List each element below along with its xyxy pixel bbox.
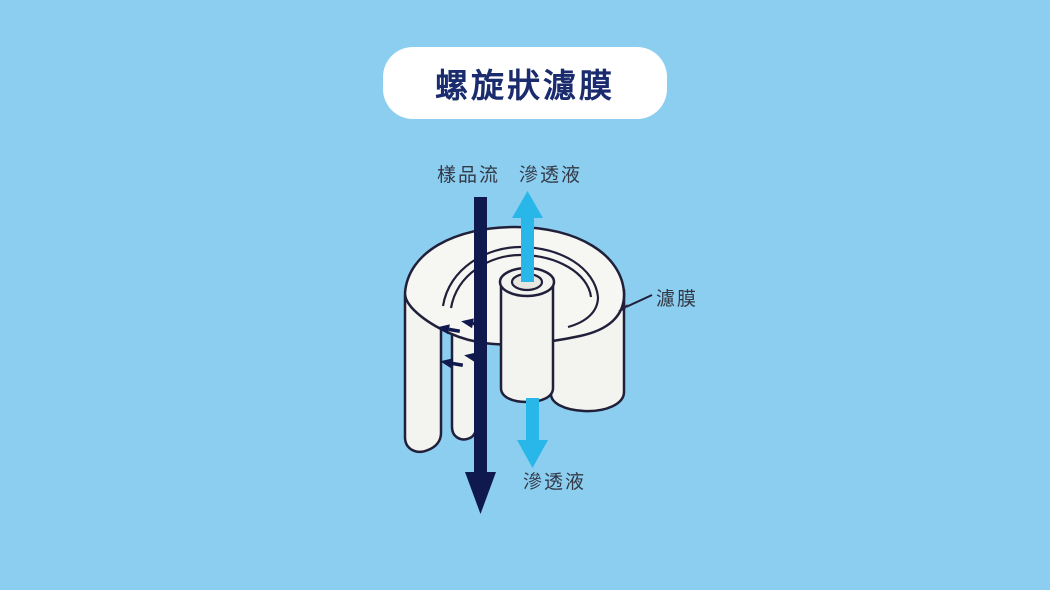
spiral-winding-edge-outer [441, 245, 600, 307]
flow-through-arrow-4 [464, 352, 488, 363]
permeate-down-arrow [517, 398, 548, 468]
spiral-winding-connector [567, 296, 600, 329]
sample-flow-arrow [465, 197, 496, 514]
flow-through-arrow-3 [440, 358, 464, 369]
membrane-label: 濾膜 [656, 288, 699, 310]
title-badge: 螺旋狀濾膜 [383, 47, 667, 119]
membrane-pointer-arrow [618, 294, 653, 311]
spiral-winding-edge-inner [449, 253, 593, 309]
sample-flow-label: 樣品流 [437, 164, 501, 186]
permeate-bottom-label: 滲透液 [523, 471, 587, 493]
page-title: 螺旋狀濾膜 [435, 66, 615, 105]
permeate-up-arrow [512, 191, 543, 282]
permeate-top-label: 滲透液 [519, 164, 583, 186]
flow-through-arrow-2 [461, 318, 485, 329]
flow-through-arrow-1 [437, 324, 461, 335]
membrane-left-flap-wall [403, 293, 443, 454]
